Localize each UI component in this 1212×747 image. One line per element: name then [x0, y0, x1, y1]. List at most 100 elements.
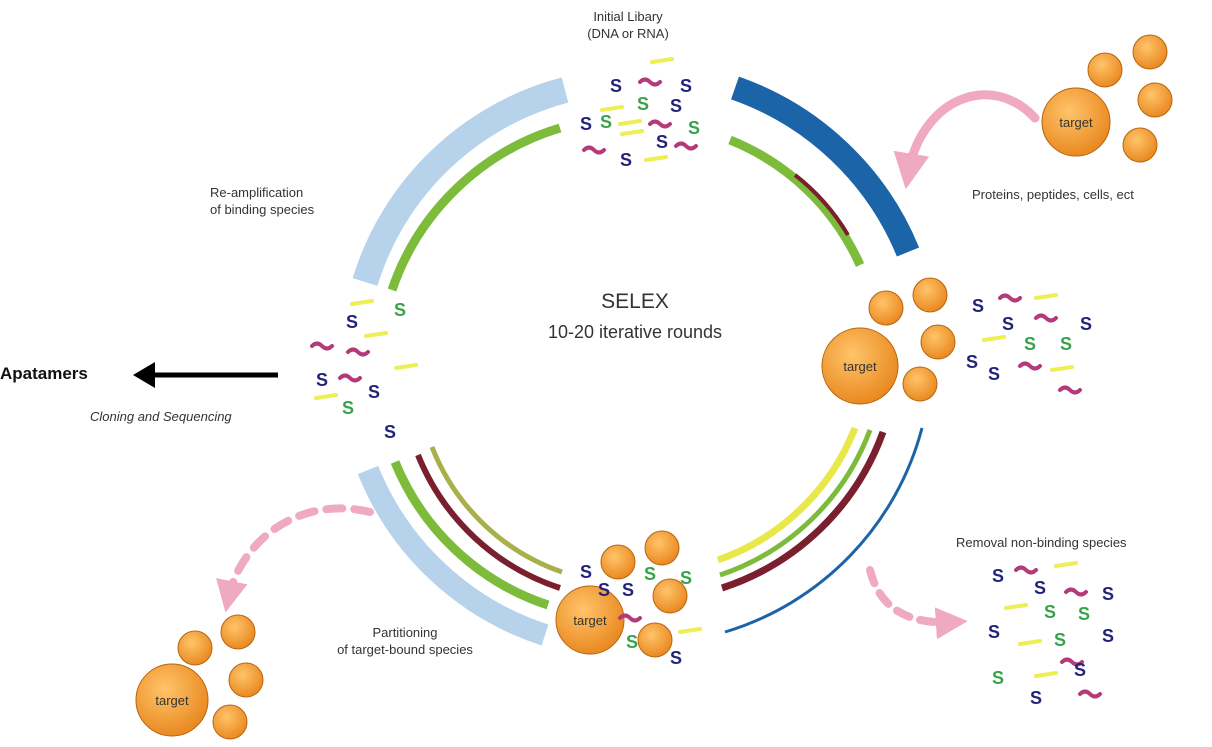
species-strand — [600, 105, 624, 112]
ring-arc-removal-green — [719, 429, 873, 578]
species-s-glyph: S — [1078, 604, 1090, 624]
target-molecule — [821, 327, 899, 405]
species-s-glyph: S — [1030, 688, 1042, 708]
partitioning-label: Partitioning of target-bound species — [290, 624, 520, 658]
target-molecules-input: target — [1041, 34, 1173, 163]
target-molecule — [1041, 87, 1111, 157]
ring-arc-removal-blue — [724, 427, 924, 634]
species-s-glyph: S — [598, 580, 610, 600]
species-s-glyph: S — [1044, 602, 1056, 622]
target-bead — [868, 290, 904, 326]
species-s-glyph: S — [656, 132, 668, 152]
species-strand — [338, 373, 362, 383]
target-partitioned-cluster: target — [135, 614, 264, 740]
species-strand — [1050, 365, 1074, 372]
initial-library-line1: Initial Libary — [593, 9, 663, 24]
species-strand — [346, 347, 370, 357]
species-s-glyph: S — [620, 150, 632, 170]
species-s-glyph: S — [368, 382, 380, 402]
target-bead — [652, 578, 688, 614]
species-strand — [1034, 293, 1058, 300]
target-bead — [1132, 34, 1168, 70]
species-s-glyph: S — [1074, 660, 1086, 680]
aptamers-output-arrow — [133, 362, 278, 388]
species-s-glyph: S — [972, 296, 984, 316]
species-strand — [650, 57, 674, 64]
species-strand — [648, 119, 672, 129]
process-arrows — [216, 90, 1040, 640]
target-molecule — [555, 585, 625, 655]
species-s-glyph: S — [1024, 334, 1036, 354]
species-s-glyph: S — [580, 562, 592, 582]
species-s-glyph: S — [992, 566, 1004, 586]
species-s-glyph: S — [346, 312, 358, 332]
reamplification-line2: of binding species — [210, 202, 315, 217]
species-s-glyph: S — [644, 564, 656, 584]
selex-title: SELEX — [601, 290, 669, 313]
ring-arc-partition-olive — [429, 446, 563, 575]
ring-arc-target-green — [728, 135, 865, 267]
species-strand — [350, 299, 374, 306]
species-strand — [1004, 603, 1028, 610]
partitioning-line2: of target-bound species — [337, 642, 473, 657]
target-bound-cluster: target — [555, 530, 688, 658]
target-binding-cluster: target — [821, 277, 956, 405]
ring-arc-partition-green — [390, 460, 550, 610]
species-strand — [364, 331, 388, 338]
target-bead — [637, 622, 673, 658]
ring-arc-reamplification-green — [387, 123, 562, 292]
species-strand — [982, 335, 1006, 342]
ring-arc-partition-maroon — [415, 453, 561, 591]
species-s-glyph: S — [626, 632, 638, 652]
target-bead — [1122, 127, 1158, 163]
species-strand — [1018, 639, 1042, 646]
ring-arc-removal-yellow — [716, 426, 859, 564]
aptamers-label: Apatamers — [0, 364, 88, 383]
cloning-sequencing-label: Cloning and Sequencing — [90, 409, 232, 424]
target-bead — [600, 544, 636, 580]
target-bead — [228, 662, 264, 698]
ring-arc-target-blue — [731, 76, 920, 257]
species-s-glyph: S — [680, 568, 692, 588]
species-strand — [618, 119, 642, 126]
target-bead — [212, 704, 248, 740]
species-s-glyph: S — [1080, 314, 1092, 334]
species-strand — [1018, 361, 1042, 371]
species-s-glyph: S — [1054, 630, 1066, 650]
species-s-glyph: S — [680, 76, 692, 96]
species-strand — [618, 613, 642, 623]
species-s-glyph: S — [966, 352, 978, 372]
reamplification-line1: Re-amplification — [210, 185, 304, 200]
species-strand — [1034, 313, 1058, 323]
initial-library-label: Initial Libary (DNA or RNA) — [548, 8, 708, 42]
species-strand — [678, 627, 702, 634]
species-strand — [394, 363, 418, 370]
species-s-glyph: S — [580, 114, 592, 134]
species-s-glyph: S — [992, 668, 1004, 688]
species-s-glyph: S — [637, 94, 649, 114]
species-s-glyph: S — [1102, 584, 1114, 604]
cycle-ring — [352, 76, 924, 646]
target-bead — [644, 530, 680, 566]
species-s-glyph: S — [988, 622, 1000, 642]
target-bead — [920, 324, 956, 360]
species-strand — [1014, 565, 1038, 575]
species-strand — [1060, 657, 1084, 667]
ring-arc-removal-maroon — [720, 430, 887, 592]
species-strand — [1064, 587, 1088, 597]
species-s-glyph: S — [1002, 314, 1014, 334]
species-s-glyph: S — [316, 370, 328, 390]
reamplification-label: Re-amplification of binding species — [210, 184, 314, 218]
species-s-glyph: S — [610, 76, 622, 96]
target-label: target — [843, 359, 877, 374]
target-label: target — [1059, 115, 1093, 130]
species-strand — [674, 141, 698, 151]
initial-library-line2: (DNA or RNA) — [587, 26, 669, 41]
species-strand — [314, 393, 338, 400]
arrow-partition-out — [216, 504, 374, 613]
arrow-removal-out — [866, 566, 968, 640]
species-strand — [1078, 689, 1102, 699]
target-bead — [177, 630, 213, 666]
